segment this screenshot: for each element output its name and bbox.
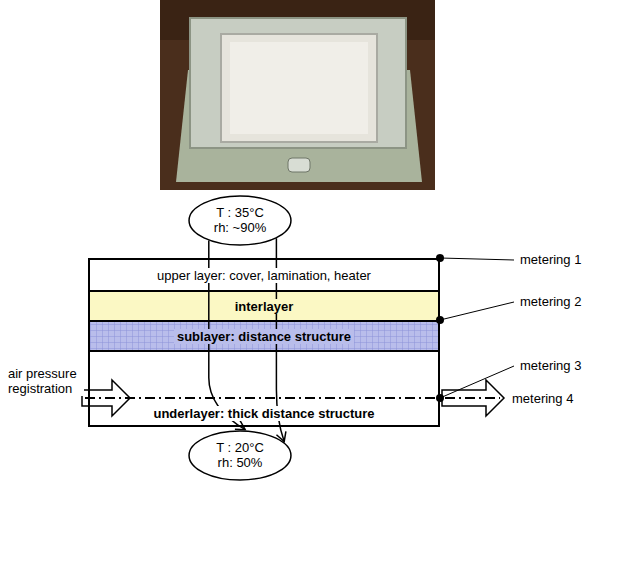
callout-label: metering 1 — [518, 252, 583, 267]
leader-line — [440, 258, 514, 260]
leader-line — [440, 302, 514, 320]
ellipse-shape — [189, 196, 291, 245]
layer-box: sublayer: distance structure — [88, 320, 440, 352]
layer-box: underlayer: thick distance structure — [88, 350, 440, 427]
layer-box: upper layer: cover, lamination, heater — [88, 258, 440, 292]
condition-text: rh: 50% — [215, 455, 266, 470]
condition-text: rh: ~90% — [211, 220, 269, 235]
condition-ellipse: T : 35°Crh: ~90% — [188, 195, 292, 246]
callout-label: metering 4 — [510, 391, 575, 406]
leader-line — [440, 366, 514, 398]
layer-label: upper layer: cover, lamination, heater — [154, 268, 374, 283]
layer-box: interlayer — [88, 290, 440, 322]
callout-label: air pressure registration — [6, 366, 84, 396]
layer-label: underlayer: thick distance structure — [150, 406, 377, 421]
callout-label: metering 2 — [518, 294, 583, 309]
layer-label: sublayer: distance structure — [174, 329, 354, 344]
device-photo — [160, 0, 435, 190]
ellipse-shape — [189, 431, 291, 480]
layer-label: interlayer — [232, 299, 297, 314]
condition-text: T : 20°C — [213, 440, 267, 455]
condition-text: T : 35°C — [213, 205, 267, 220]
sublayer-fill — [88, 320, 440, 350]
callout-label: metering 3 — [518, 358, 583, 373]
outflow-arrow — [442, 380, 504, 416]
interlayer-fill — [88, 290, 440, 320]
ellipse-text-area: T : 20°Crh: 50% — [188, 430, 292, 481]
condition-ellipse: T : 20°Crh: 50% — [188, 430, 292, 481]
metering-point — [436, 394, 444, 402]
ellipse-text-area: T : 35°Crh: ~90% — [188, 195, 292, 246]
